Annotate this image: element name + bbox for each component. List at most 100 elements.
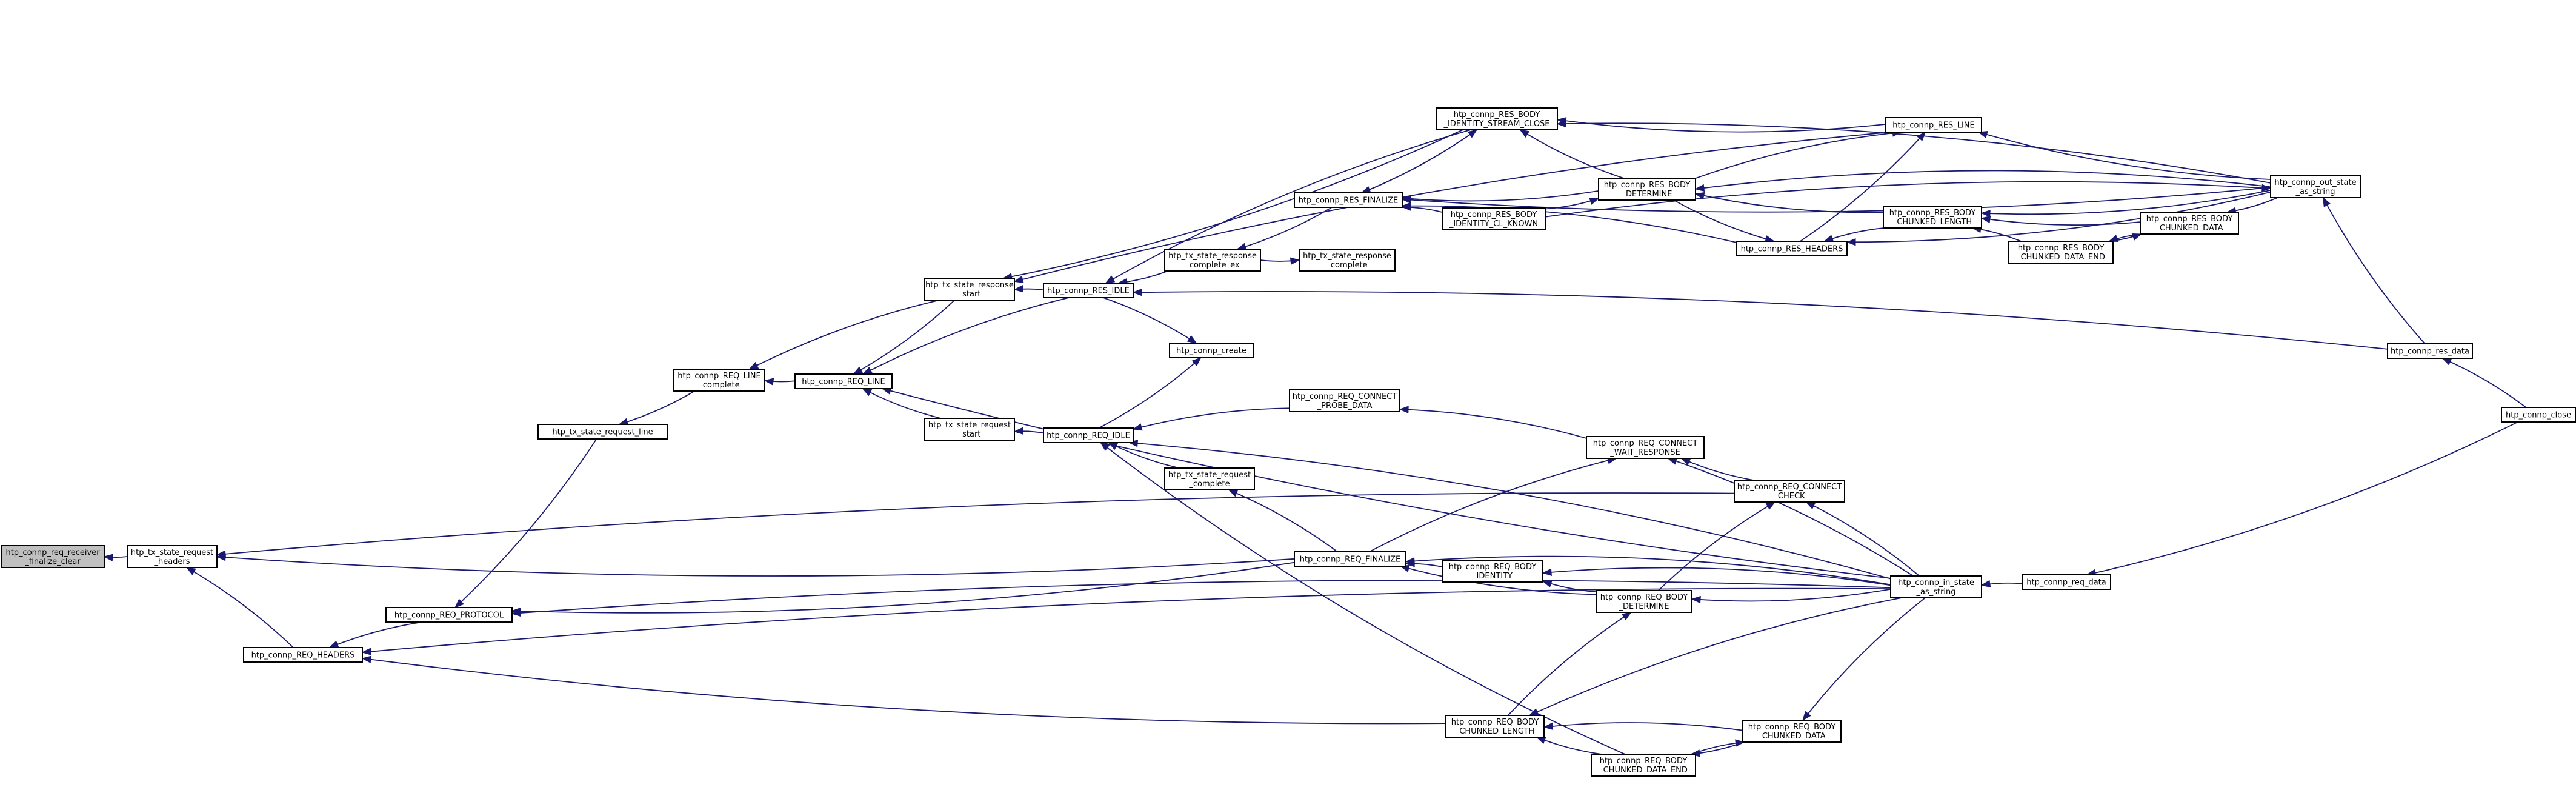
call-edge — [1694, 170, 2271, 192]
call-edge — [1658, 501, 1776, 591]
edge-arrowhead — [1980, 580, 1991, 588]
function-node-root[interactable]: htp_connp_req_receiver_finalize_clear — [1, 545, 105, 568]
node-box — [1883, 206, 1982, 229]
call-edge — [1556, 119, 2271, 184]
function-node-tx-req-headers[interactable]: htp_tx_state_request_headers — [127, 545, 218, 568]
function-node-req-connect-check[interactable]: htp_connp_REQ_CONNECT_CHECK — [1734, 480, 1845, 503]
edge-line — [1800, 132, 1926, 242]
call-edge — [1528, 597, 1902, 716]
function-node-req-body-chunked-data[interactable]: htp_connp_REQ_BODY_CHUNKED_DATA — [1742, 720, 1842, 743]
function-node-req-body-identity[interactable]: htp_connp_REQ_BODY_IDENTITY — [1442, 560, 1543, 583]
edge-line — [862, 388, 941, 419]
edge-line — [1237, 207, 1333, 250]
edge-arrowhead — [1542, 580, 1553, 588]
call-edge — [2322, 196, 2426, 344]
function-node-res-body-identity-cl[interactable]: htp_connp_RES_BODY_IDENTITY_CL_KNOWN — [1442, 207, 1546, 230]
function-node-res-line[interactable]: htp_connp_RES_LINE — [1885, 117, 1982, 133]
node-box — [1596, 590, 1692, 613]
node-box — [1289, 389, 1400, 412]
function-node-req-headers[interactable]: htp_connp_REQ_HEADERS — [243, 647, 363, 663]
edge-line — [1806, 501, 1920, 577]
node-box — [1591, 754, 1696, 777]
call-edge — [1980, 215, 2141, 226]
function-node-close[interactable]: htp_connp_close — [2501, 407, 2576, 423]
edge-line — [1557, 122, 2271, 184]
function-node-res-body-chunked-length[interactable]: htp_connp_RES_BODY_CHUNKED_LENGTH — [1883, 206, 1982, 229]
function-node-req-body-chunked-data-end[interactable]: htp_connp_REQ_BODY_CHUNKED_DATA_END — [1591, 754, 1696, 777]
function-node-res-body-chunked-data[interactable]: htp_connp_RES_BODY_CHUNKED_DATA — [2140, 212, 2239, 235]
edge-line — [1695, 193, 1884, 213]
call-edge — [1977, 131, 2271, 180]
node-label: htp_connp_RES_HEADERS — [1741, 245, 1843, 254]
call-edge — [185, 567, 294, 648]
edge-arrowhead — [1405, 557, 1415, 565]
node-label: htp_connp_RES_FINALIZE — [1299, 196, 1399, 206]
function-node-tx-req-start[interactable]: htp_tx_state_request_start — [924, 418, 1015, 441]
function-node-req-line-complete[interactable]: htp_connp_REQ_LINE_complete — [673, 369, 765, 392]
call-edge — [216, 492, 1735, 558]
function-node-req-connect-wait[interactable]: htp_connp_REQ_CONNECT_WAIT_RESPONSE — [1586, 436, 1705, 459]
node-box — [1442, 560, 1543, 583]
node-label: _CHUNKED_DATA_END — [1599, 766, 1688, 775]
function-node-req-idle[interactable]: htp_connp_REQ_IDLE — [1043, 427, 1134, 443]
edge-arrowhead — [103, 554, 114, 561]
edge-line — [1400, 566, 1597, 595]
node-label: htp_connp_REQ_IDLE — [1047, 432, 1130, 441]
call-edge — [748, 300, 940, 370]
node-label: _CHUNKED_DATA — [1757, 732, 1825, 741]
function-node-tx-resp-start[interactable]: htp_tx_state_response_start — [924, 278, 1015, 301]
node-label: htp_connp_RES_LINE — [1892, 121, 1974, 130]
edge-line — [1103, 297, 1197, 344]
edge-line — [2442, 358, 2527, 408]
node-box — [2022, 574, 2111, 590]
edge-line — [1802, 597, 1926, 721]
node-box — [1164, 467, 1255, 490]
function-node-res-data[interactable]: htp_connp_res_data — [2387, 343, 2473, 359]
function-nodes: htp_connp_req_receiver_finalize_clearhtp… — [1, 107, 2576, 777]
node-label: htp_tx_state_request — [131, 548, 213, 557]
call-edge — [361, 587, 1891, 655]
node-label: _finalize_clear — [24, 557, 81, 566]
call-edge — [2441, 358, 2527, 408]
function-node-tx-resp-complete[interactable]: htp_tx_state_response_complete — [1299, 249, 1396, 272]
node-label: htp_connp_REQ_LINE — [677, 372, 760, 381]
function-node-res-idle[interactable]: htp_connp_RES_IDLE — [1043, 283, 1134, 298]
function-node-tx-resp-complete-ex[interactable]: htp_tx_state_response_complete_ex — [1164, 249, 1261, 272]
node-box — [1885, 117, 1982, 133]
node-label: htp_connp_res_data — [2391, 347, 2469, 356]
edge-arrowhead — [1556, 119, 1566, 128]
edge-arrowhead — [2441, 358, 2452, 366]
node-label: htp_connp_req_receiver — [5, 548, 100, 557]
node-label: htp_connp_REQ_LINE — [802, 378, 885, 387]
function-node-req-protocol[interactable]: htp_connp_REQ_PROTOCOL — [385, 607, 513, 623]
node-box — [1043, 427, 1134, 443]
function-node-req-connect-probe[interactable]: htp_connp_REQ_CONNECT_PROBE_DATA — [1289, 389, 1400, 412]
function-node-res-headers[interactable]: htp_connp_RES_HEADERS — [1736, 241, 1848, 256]
function-node-create[interactable]: htp_connp_create — [1169, 343, 1254, 358]
edge-line — [882, 388, 1891, 579]
function-node-in-state[interactable]: htp_connp_in_state_as_string — [1890, 575, 1982, 598]
function-node-res-body-identity-close[interactable]: htp_connp_RES_BODY_IDENTITY_STREAM_CLOSE — [1436, 107, 1558, 130]
function-node-req-body-chunked-length[interactable]: htp_connp_REQ_BODY_CHUNKED_LENGTH — [1445, 715, 1545, 738]
call-edge — [1691, 588, 1891, 604]
edge-line — [1228, 489, 1338, 552]
edge-line — [1507, 612, 1631, 716]
function-node-res-finalize[interactable]: htp_connp_RES_FINALIZE — [1294, 192, 1403, 208]
function-node-res-body-chunked-data-end[interactable]: htp_connp_RES_BODY_CHUNKED_DATA_END — [2008, 241, 2114, 264]
function-node-req-body-determine[interactable]: htp_connp_REQ_BODY_DETERMINE — [1596, 590, 1692, 613]
function-node-res-body-determine[interactable]: htp_connp_RES_BODY_DETERMINE — [1598, 178, 1696, 201]
function-node-out-state[interactable]: htp_connp_out_state_as_string — [2270, 175, 2361, 198]
function-node-req-data[interactable]: htp_connp_req_data — [2022, 574, 2111, 590]
edge-line — [1402, 205, 1737, 243]
call-edge — [1545, 181, 2272, 218]
function-node-req-line[interactable]: htp_connp_REQ_LINE — [794, 373, 893, 389]
function-node-tx-req-line[interactable]: htp_tx_state_request_line — [537, 424, 668, 440]
function-node-tx-req-complete[interactable]: htp_tx_state_request_complete — [1164, 467, 1255, 490]
function-node-req-finalize[interactable]: htp_connp_REQ_FINALIZE — [1294, 551, 1406, 567]
node-label: _start — [958, 290, 981, 299]
call-edge — [1399, 406, 1587, 439]
call-edge — [1543, 722, 1743, 731]
node-box — [1, 545, 105, 568]
edge-line — [1369, 458, 1617, 552]
